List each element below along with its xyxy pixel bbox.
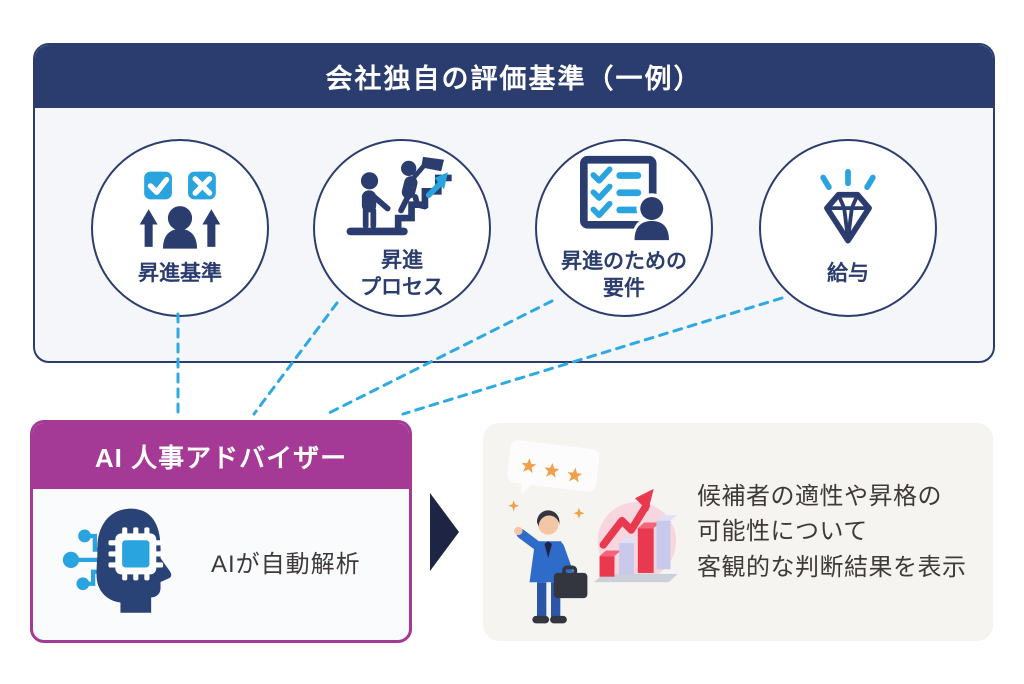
circle-label: 昇進 プロセス [360,249,444,299]
circle-label: 昇進基準 [138,262,222,286]
ai-advisor-title: AI 人事アドバイザー [94,442,348,473]
evaluation-panel: 会社独自の評価基準（一例） 昇進基準 [33,43,995,363]
criteria-circle-salary: 給与 [759,139,937,317]
promotion-criteria-icon [133,168,227,254]
result-text: 候補者の適性や昇格の 可能性について 客観的な判断結果を表示 [697,482,967,581]
ai-advisor-body: AIが自動解析 [33,489,409,628]
panel-title: 会社独自の評価基準（一例） [325,64,703,94]
criteria-circle-promotion-process: 昇進 プロセス [313,139,491,317]
circle-label: 昇進のための 要件 [561,250,687,300]
ai-advisor-header: AI 人事アドバイザー [33,423,409,489]
flow-arrow-icon [430,493,459,571]
ai-advisor-card: AI 人事アドバイザー [30,420,412,643]
ai-description: AIが自動解析 [211,551,361,578]
criteria-circle-promotion-requirements: 昇進のための 要件 [535,139,713,317]
promotion-process-icon [346,155,458,241]
promotion-requirements-icon [574,154,674,243]
evaluation-panel-header: 会社独自の評価基準（一例） [35,45,993,108]
ai-head-chip-icon [59,505,187,618]
result-card: 候補者の適性や昇格の 可能性について 客観的な判断結果を表示 [483,423,993,641]
salary-icon [800,168,896,254]
businessman-growth-chart-illustration [495,430,691,635]
criteria-circle-promotion-standard: 昇進基準 [91,139,269,317]
circle-label: 給与 [827,262,869,286]
